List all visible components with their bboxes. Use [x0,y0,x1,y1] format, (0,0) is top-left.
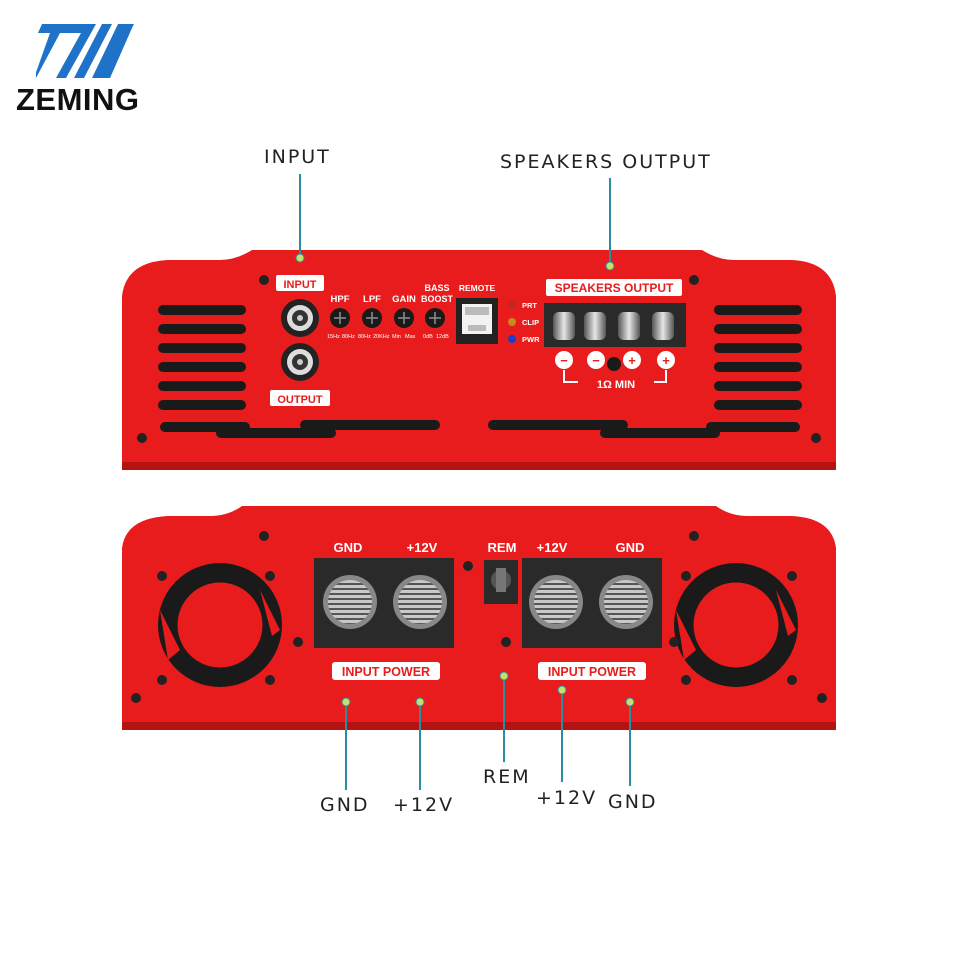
impedance-bracket [563,370,667,383]
speakers-output-label-box [546,279,682,296]
right-power-terminals[interactable] [529,575,653,629]
front-screws [137,275,821,443]
rear-right-12v-label: +12V [537,540,568,555]
speakers-output-panel-label: SPEAKERS OUTPUT [555,281,674,295]
callout-12v-right: +12V [536,787,598,809]
front-bottom-vents [160,420,800,438]
zm-logo-icon [36,24,134,78]
brand-name: ZEMING [16,82,140,117]
right-input-power-box [538,662,646,680]
hpf-max: 80Hz [342,334,355,340]
lpf-label: LPF [363,294,381,305]
boost-label: BOOST [421,294,454,304]
bass-label: BASS [424,283,449,293]
clip-label: CLIP [522,318,539,327]
bass-min: 0dB [423,334,433,340]
rear-left-12v-label: +12V [407,540,438,555]
rear-panel [122,506,836,730]
callout-speakers-output: SPEAKERS OUTPUT [500,151,712,173]
input-label: INPUT [284,279,317,291]
gain-max: Max [405,334,416,340]
pwr-led [508,335,516,343]
remote-label: REMOTE [459,283,496,293]
gain-min: Min [392,334,401,340]
callout-rem: REM [483,766,531,788]
left-input-power-label: INPUT POWER [342,665,430,679]
right-input-power-label: INPUT POWER [548,665,636,679]
rear-rem-label: REM [488,540,517,555]
right-fan [674,563,798,687]
prt-led [508,301,516,309]
polarity-1: − [560,353,568,368]
rear-screws [131,531,827,703]
rca-output-jack [281,343,319,381]
front-panel [122,250,836,470]
callout-gnd-left: GND [320,794,370,816]
left-power-terminals[interactable] [323,575,447,629]
knob-crosshairs [334,312,441,324]
left-input-power-box [332,662,440,680]
rca-input-jack [281,299,319,337]
polarity-3: + [628,353,636,368]
gain-label: GAIN [392,294,416,305]
left-fan [158,563,282,687]
hpf-min: 15Hz [327,334,340,340]
lpf-max: 20KHz [373,334,390,340]
speaker-terminals[interactable] [553,312,674,340]
clip-led [508,318,516,326]
output-label-box [270,390,330,406]
hpf-label: HPF [331,294,350,305]
front-left-vents [158,305,246,410]
callout-12v-left: +12V [393,794,455,816]
callout-lines [299,174,631,790]
output-label: OUTPUT [277,394,323,406]
polarity-markers [555,351,675,371]
prt-label: PRT [522,301,537,310]
bass-max: 12dB [436,334,449,340]
front-right-vents [714,305,802,410]
rear-right-gnd-label: GND [616,540,645,555]
lpf-min: 80Hz [358,334,371,340]
polarity-4: + [662,353,670,368]
rear-left-gnd-label: GND [334,540,363,555]
remote-port[interactable] [456,298,498,344]
input-label-box [276,275,324,291]
pwr-label: PWR [522,335,540,344]
callout-input: INPUT [264,146,331,168]
callout-dots [295,253,635,707]
impedance-label: 1Ω MIN [597,379,635,391]
polarity-2: − [592,353,600,368]
callout-gnd-right: GND [608,791,658,813]
